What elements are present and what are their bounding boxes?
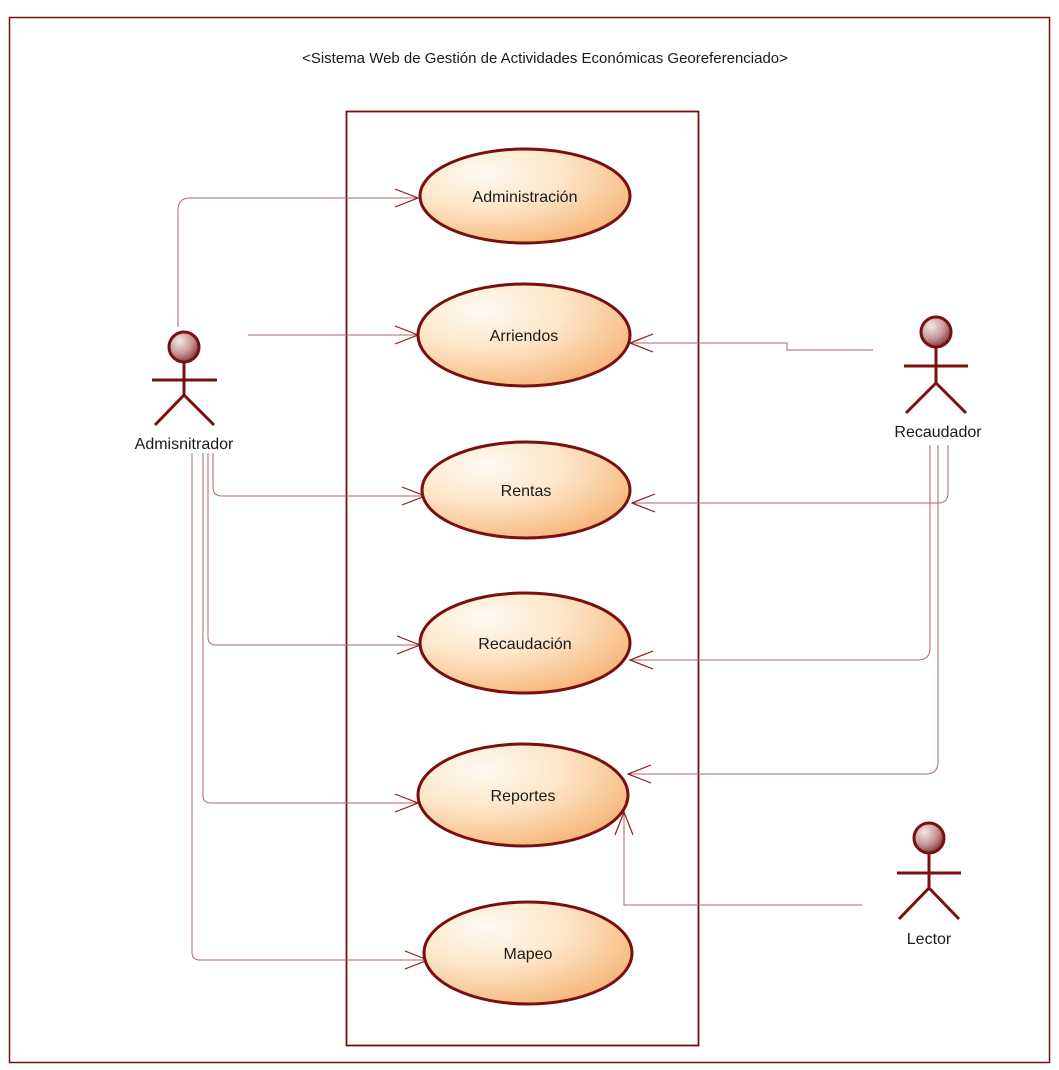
use-case-administracion[interactable]: Administración (418, 147, 632, 245)
admin-to-administracion-line (177, 197, 418, 327)
diagram-frame (8, 16, 1051, 1064)
use-case-rentas[interactable]: Rentas (420, 440, 632, 540)
use-case-label: Rentas (501, 483, 552, 500)
actor-administrador[interactable]: Admisnitrador (135, 330, 234, 453)
arrow-rentas-right (630, 493, 656, 513)
recaudador-to-recaudacion-line (630, 445, 931, 661)
arrow-reportes-right (626, 764, 652, 784)
use-case-label: Mapeo (504, 946, 553, 963)
use-case-recaudacion[interactable]: Recaudación (418, 591, 632, 695)
admin-to-recaudacion-line (207, 453, 420, 646)
arrow-reportes-up (614, 810, 634, 836)
admin-to-rentas-line (212, 453, 425, 497)
use-case-reportes[interactable]: Reportes (416, 742, 630, 848)
actor-right-connectors (623, 342, 949, 906)
actor-label: Lector (907, 931, 952, 948)
use-case-label: Reportes (491, 788, 556, 805)
actor-head (919, 315, 953, 349)
actor-lector[interactable]: Lector (897, 821, 961, 948)
use-case-label: Administración (473, 189, 578, 206)
use-case-label: Arriendos (490, 328, 558, 345)
system-boundary (345, 110, 700, 1047)
admin-connectors (177, 197, 428, 961)
actor-label: Admisnitrador (135, 436, 234, 453)
recaudador-to-reportes-line (628, 445, 939, 775)
use-case-arriendos[interactable]: Arriendos (416, 282, 632, 388)
use-case-mapeo[interactable]: Mapeo (422, 900, 634, 1006)
recaudador-to-rentas-line (632, 445, 949, 504)
actor-head (912, 821, 946, 855)
admin-to-mapeo-line (191, 453, 428, 961)
arrow-administracion (394, 188, 420, 208)
use-case-label: Recaudación (478, 636, 571, 653)
lector-to-reportes-line (623, 812, 862, 906)
diagram-title: <Sistema Web de Gestión de Actividades E… (302, 50, 788, 67)
actor-label: Recaudador (894, 424, 982, 441)
actor-head (167, 330, 201, 364)
admin-to-reportes-line (202, 453, 418, 804)
actor-recaudador[interactable]: Recaudador (894, 315, 982, 441)
arrow-recaudacion-right (628, 650, 654, 670)
recaudador-to-arriendos-line (630, 342, 873, 351)
